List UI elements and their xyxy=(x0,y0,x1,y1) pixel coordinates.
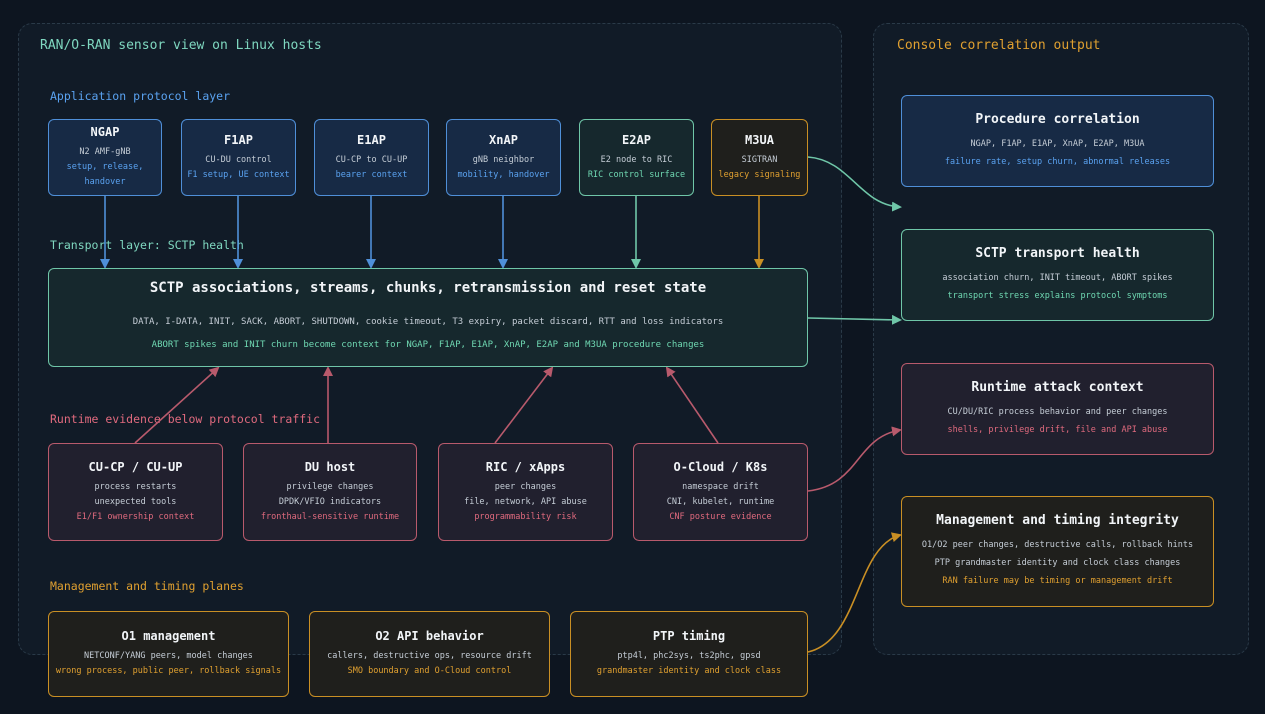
output-detail: association churn, INIT timeout, ABORT s… xyxy=(942,272,1173,283)
runtime-detail: privilege changes xyxy=(286,481,374,492)
runtime-box-du: DU host privilege changes DPDK/VFIO indi… xyxy=(243,443,417,541)
output-title: Procedure correlation xyxy=(975,111,1140,127)
runtime-title: CU-CP / CU-UP xyxy=(88,459,183,474)
runtime-detail: DPDK/VFIO indicators xyxy=(278,496,382,507)
protocol-box-e2ap: E2AP E2 node to RIC RIC control surface xyxy=(579,119,694,196)
runtime-box-cu: CU-CP / CU-UP process restarts unexpecte… xyxy=(48,443,223,541)
protocol-subtitle: N2 AMF-gNB xyxy=(79,147,131,157)
output-hint: transport stress explains protocol sympt… xyxy=(947,290,1168,301)
arrow-ocloud-runtime xyxy=(807,426,902,492)
arrow-ocloud-sctp xyxy=(665,366,719,444)
output-hint: failure rate, setup churn, abnormal rele… xyxy=(944,156,1171,167)
output-hint: shells, privilege drift, file and API ab… xyxy=(947,424,1168,435)
runtime-title: RIC / xApps xyxy=(485,459,566,474)
protocol-subtitle: E2 node to RIC xyxy=(600,154,673,165)
section-management-timing: Management and timing planes xyxy=(50,579,244,593)
sctp-hint: ABORT spikes and INIT churn become conte… xyxy=(151,339,705,350)
protocol-title: NGAP xyxy=(90,125,120,139)
protocol-box-xnap: XnAP gNB neighbor mobility, handover xyxy=(446,119,561,196)
protocol-box-f1ap: F1AP CU-DU control F1 setup, UE context xyxy=(181,119,296,196)
protocol-subtitle: CU-CP to CU-UP xyxy=(335,154,408,165)
arrow-sctp-transport xyxy=(807,314,902,325)
console-output-title: Console correlation output xyxy=(897,38,1101,53)
runtime-hint: programmability risk xyxy=(474,511,577,522)
sctp-state-box: SCTP associations, streams, chunks, retr… xyxy=(48,268,808,367)
protocol-box-m3ua: M3UA SIGTRAN legacy signaling xyxy=(711,119,808,196)
mgmt-detail: callers, destructive ops, resource drift xyxy=(327,651,532,661)
protocol-title: M3UA xyxy=(745,132,774,147)
protocol-title: XnAP xyxy=(489,132,518,147)
output-title: Runtime attack context xyxy=(971,379,1144,395)
sctp-subtitle: DATA, I-DATA, INIT, SACK, ABORT, SHUTDOW… xyxy=(132,316,724,327)
protocol-title: E1AP xyxy=(357,132,386,147)
output-title: Management and timing integrity xyxy=(936,513,1179,528)
section-transport-layer: Transport layer: SCTP health xyxy=(50,238,244,252)
mgmt-title: PTP timing xyxy=(652,629,726,643)
runtime-detail: unexpected tools xyxy=(94,496,177,507)
output-sctp-transport-health: SCTP transport health association churn,… xyxy=(901,229,1214,321)
mgmt-hint: grandmaster identity and clock class xyxy=(596,666,782,676)
output-detail: CU/DU/RIC process behavior and peer chan… xyxy=(947,406,1168,417)
output-detail: O1/O2 peer changes, destructive calls, r… xyxy=(921,540,1194,550)
mgmt-detail: ptp4l, phc2sys, ts2phc, gpsd xyxy=(617,651,761,661)
runtime-box-ocloud: O-Cloud / K8s namespace drift CNI, kubel… xyxy=(633,443,808,541)
mgmt-box-o2: O2 API behavior callers, destructive ops… xyxy=(309,611,550,697)
sensor-view-title: RAN/O-RAN sensor view on Linux hosts xyxy=(40,38,322,53)
mgmt-hint: wrong process, public peer, rollback sig… xyxy=(55,666,282,676)
arrow-cu-sctp xyxy=(134,366,220,444)
protocol-hint: RIC control surface xyxy=(587,169,686,180)
protocol-subtitle: CU-DU control xyxy=(205,154,272,165)
protocol-hint: bearer context xyxy=(335,169,408,180)
runtime-detail: file, network, API abuse xyxy=(464,496,587,507)
protocol-title: E2AP xyxy=(622,132,651,147)
output-title: SCTP transport health xyxy=(975,245,1140,261)
protocol-title: F1AP xyxy=(224,132,253,147)
protocol-hint: legacy signaling xyxy=(718,169,801,180)
runtime-title: DU host xyxy=(304,459,356,474)
runtime-detail: peer changes xyxy=(494,481,557,492)
protocol-hint: setup, release, handover xyxy=(66,162,144,187)
runtime-box-ric: RIC / xApps peer changes file, network, … xyxy=(438,443,613,541)
protocol-subtitle: gNB neighbor xyxy=(472,154,535,165)
output-detail: PTP grandmaster identity and clock class… xyxy=(934,558,1181,568)
protocol-hint: mobility, handover xyxy=(457,169,550,180)
output-detail: NGAP, F1AP, E1AP, XnAP, E2AP, M3UA xyxy=(970,138,1145,149)
mgmt-title: O1 management xyxy=(121,629,216,643)
arrow-ric-sctp xyxy=(494,366,554,444)
output-procedure-correlation: Procedure correlation NGAP, F1AP, E1AP, … xyxy=(901,95,1214,187)
output-runtime-attack-context: Runtime attack context CU/DU/RIC process… xyxy=(901,363,1214,455)
runtime-title: O-Cloud / K8s xyxy=(673,459,768,474)
runtime-hint: E1/F1 ownership context xyxy=(76,511,195,522)
mgmt-box-ptp: PTP timing ptp4l, phc2sys, ts2phc, gpsd … xyxy=(570,611,808,697)
output-hint: RAN failure may be timing or management … xyxy=(942,576,1173,586)
mgmt-detail: NETCONF/YANG peers, model changes xyxy=(84,651,253,661)
arrow-ptp-management xyxy=(807,532,902,653)
mgmt-hint: SMO boundary and O-Cloud control xyxy=(347,666,512,676)
protocol-box-ngap: NGAP N2 AMF-gNB setup, release, handover xyxy=(48,119,162,196)
mgmt-title: O2 API behavior xyxy=(375,629,484,643)
protocol-subtitle: SIGTRAN xyxy=(741,154,778,165)
runtime-detail: CNI, kubelet, runtime xyxy=(666,496,775,507)
output-management-timing-integrity: Management and timing integrity O1/O2 pe… xyxy=(901,496,1214,607)
protocol-box-e1ap: E1AP CU-CP to CU-UP bearer context xyxy=(314,119,429,196)
arrow-m3ua-procedure xyxy=(807,156,902,212)
protocol-hint: F1 setup, UE context xyxy=(187,169,290,180)
runtime-hint: CNF posture evidence xyxy=(669,511,772,522)
runtime-detail: namespace drift xyxy=(682,481,759,492)
mgmt-box-o1: O1 management NETCONF/YANG peers, model … xyxy=(48,611,289,697)
section-runtime-evidence: Runtime evidence below protocol traffic xyxy=(50,412,321,426)
runtime-hint: fronthaul-sensitive runtime xyxy=(260,511,400,522)
sctp-title: SCTP associations, streams, chunks, retr… xyxy=(149,279,707,296)
runtime-detail: process restarts xyxy=(94,481,177,492)
section-application-layer: Application protocol layer xyxy=(50,89,231,103)
